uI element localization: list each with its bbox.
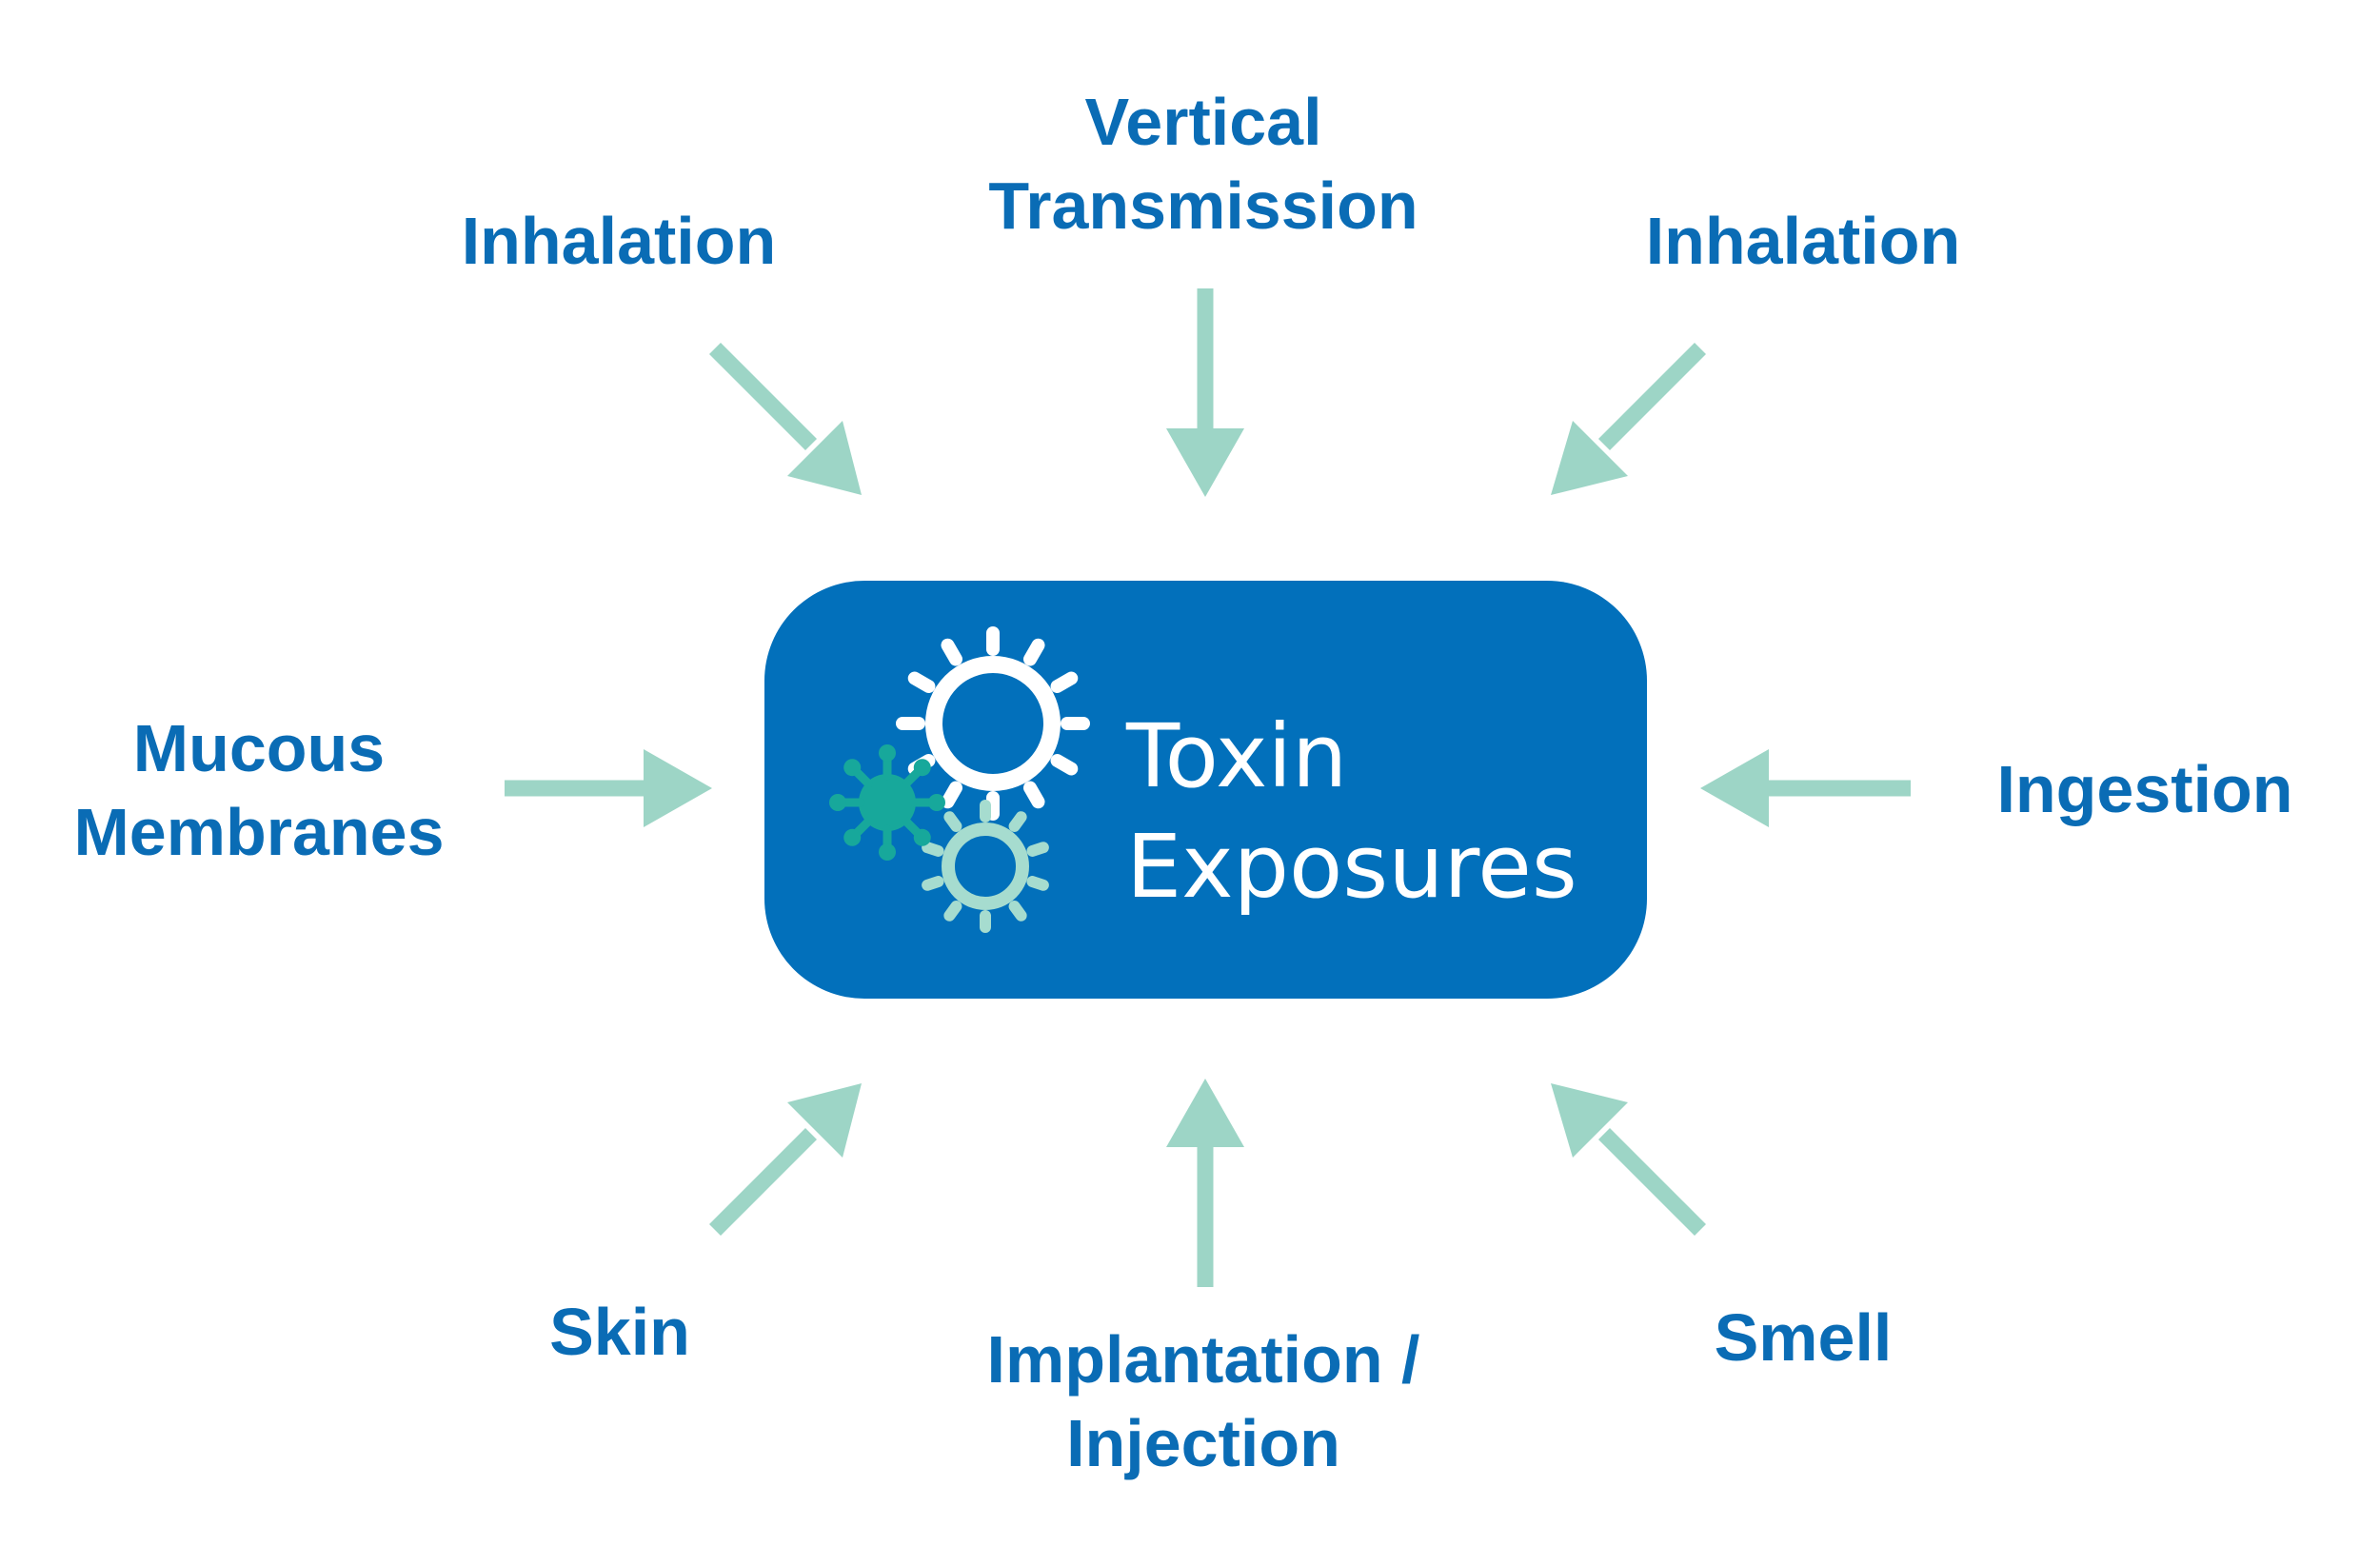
- arrow-bottom-center: [1166, 1079, 1244, 1287]
- arrow-bottom-right: [1551, 1083, 1707, 1237]
- small-gear-icon: [922, 800, 1049, 933]
- label-implantation-injection-line2: Injection: [1066, 1406, 1340, 1480]
- label-mucous-membranes-line2: Membranes: [73, 795, 444, 869]
- center-node: Toxin Exposures: [764, 581, 1647, 999]
- label-vertical-transmission-line1: Vertical: [1084, 85, 1321, 159]
- center-box: [764, 581, 1647, 999]
- arrow-top-left: [708, 342, 862, 495]
- arrow-right: [1700, 749, 1911, 827]
- center-title-line2: Exposures: [1126, 816, 1577, 918]
- label-mucous-membranes-line1: Mucous: [133, 711, 385, 785]
- label-inhalation-top-left: Inhalation: [462, 204, 777, 278]
- label-inhalation-top-right: Inhalation: [1646, 204, 1961, 278]
- large-gear-icon: [896, 626, 1090, 821]
- germ-icon: [829, 744, 945, 861]
- arrows: [505, 288, 1911, 1287]
- route-labels: Inhalation Vertical Transmission Inhalat…: [73, 85, 2292, 1480]
- label-vertical-transmission-line2: Transmission: [988, 168, 1418, 243]
- arrow-bottom-left: [708, 1083, 862, 1237]
- label-skin: Skin: [549, 1295, 690, 1369]
- arrow-top-center: [1166, 288, 1244, 497]
- label-smell: Smell: [1715, 1300, 1893, 1375]
- center-title-line1: Toxin: [1125, 705, 1347, 807]
- label-implantation-injection-line1: Implantation /: [987, 1322, 1420, 1397]
- label-ingestion: Ingestion: [1996, 752, 2292, 826]
- arrow-left: [505, 749, 712, 827]
- germ-gears-icon: [829, 626, 1090, 933]
- arrow-top-right: [1551, 342, 1707, 495]
